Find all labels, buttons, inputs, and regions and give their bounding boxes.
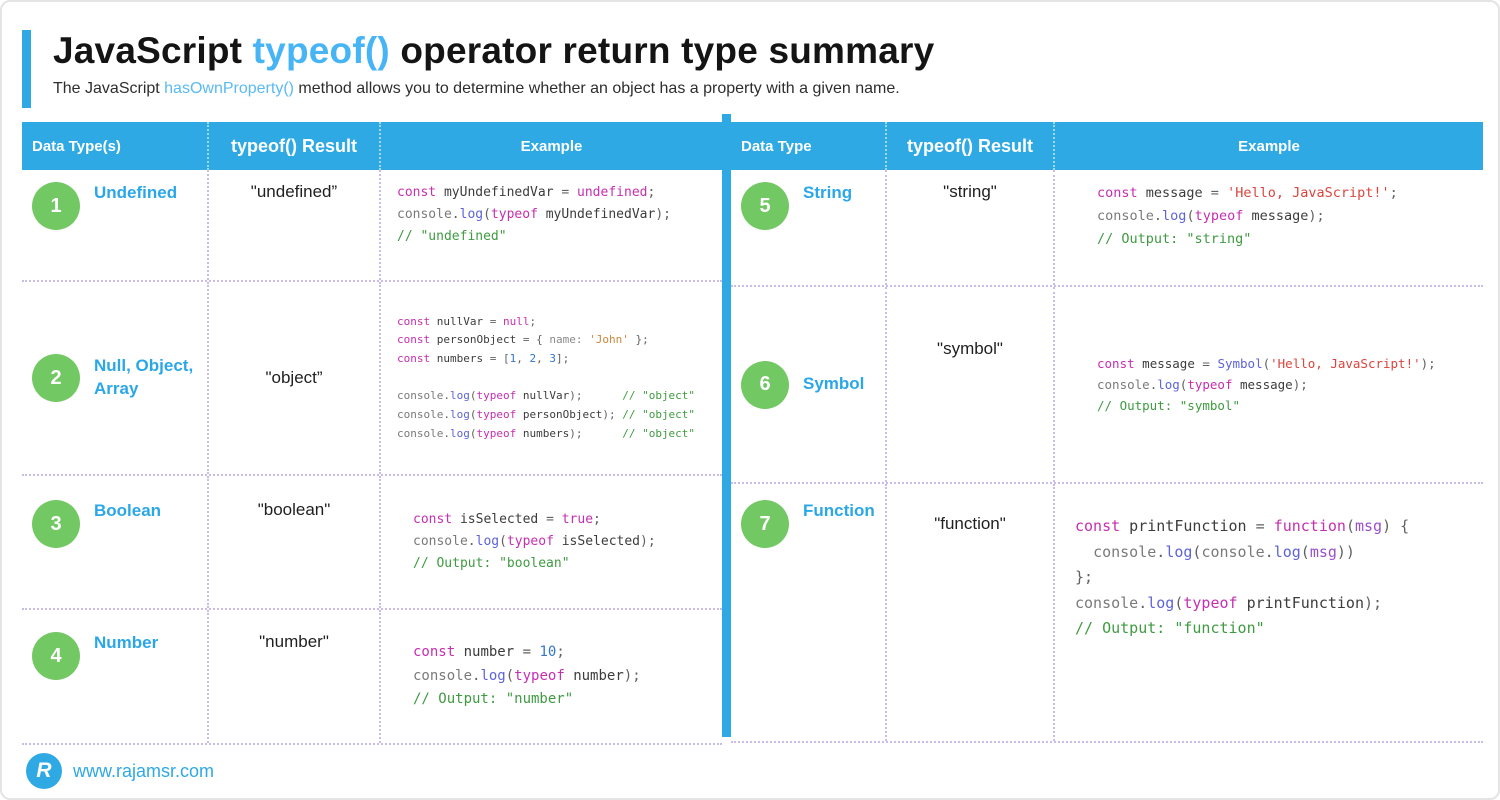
result-value: "undefined” [250, 182, 338, 201]
left-table-body: 1 Undefined "undefined” const myUndefinedVa… [22, 170, 722, 745]
result-value: "number" [259, 632, 329, 651]
example-cell: const myUndefinedVar = undefined; consol… [379, 170, 722, 280]
number-badge: 2 [32, 354, 80, 402]
title-accent-bar [22, 30, 31, 108]
datatype-cell: 3 Boolean [22, 476, 207, 608]
number-badge: 6 [741, 360, 789, 409]
datatype-label: Number [94, 633, 159, 652]
datatype-cell: 1 Undefined [22, 170, 207, 280]
datatype-label: String [803, 183, 853, 202]
table-divider [722, 114, 731, 737]
brand-logo-icon: R [26, 753, 62, 789]
title-text-block: JavaScript typeof() operator return type… [53, 30, 934, 108]
footer-link[interactable]: www.rajamsr.com [73, 760, 215, 781]
number-badge: 3 [32, 500, 80, 548]
number-badge: 4 [32, 632, 80, 680]
column-header: Example [1053, 122, 1483, 170]
datatype-label: Function [803, 501, 875, 520]
right-table-body: 5 String "string" const message = 'Hello, J… [731, 170, 1483, 743]
title-accent: typeof() [252, 30, 390, 71]
page-title: JavaScript typeof() operator return type… [53, 30, 934, 73]
code-example: const number = 10; console.log(typeof nu… [413, 643, 641, 708]
column-header: Example [379, 122, 722, 170]
result-value: "boolean" [257, 500, 331, 519]
column-header: Data Type(s) [32, 137, 121, 155]
datatype-label: Symbol [803, 374, 865, 394]
subtitle-prefix: The JavaScript [53, 79, 165, 97]
datatype-label: Null, Object, Array [94, 356, 194, 398]
code-example: const isSelected = true; console.log(typ… [413, 511, 656, 572]
title-suffix: operator return type summary [389, 30, 935, 71]
datatype-cell: 5 String [731, 170, 885, 285]
result-value: "string" [943, 182, 997, 201]
code-example: const message = Symbol('Hello, JavaScrip… [1097, 355, 1436, 414]
table-row: 5 String "string" const message = 'Hello, J… [731, 170, 1483, 285]
code-example: const nullVar = null; const personObject… [397, 314, 696, 440]
logo-letter: R [36, 759, 52, 782]
table-row: 1 Undefined "undefined” const myUndefinedVa… [22, 170, 722, 280]
column-header: Data Type [741, 137, 812, 155]
example-cell: const printFunction = function(msg) { co… [1053, 484, 1483, 741]
number-badge: 1 [32, 182, 80, 230]
result-value: "object” [265, 368, 323, 387]
result-cell: "number" [207, 610, 379, 743]
result-value: "symbol" [937, 339, 1003, 358]
example-cell: const nullVar = null; const personObject… [379, 282, 722, 474]
result-cell: "boolean" [207, 476, 379, 608]
result-cell: "undefined” [207, 170, 379, 280]
column-header: typeof() Result [207, 122, 379, 170]
number-badge: 7 [741, 500, 789, 548]
code-example: const myUndefinedVar = undefined; consol… [397, 185, 671, 245]
datatype-cell: 4 Number [22, 610, 207, 743]
example-cell: const isSelected = true; console.log(typ… [379, 476, 722, 608]
table-row: 3 Boolean "boolean" const isSelected = true… [22, 474, 722, 608]
datatype-label: Undefined [94, 183, 178, 202]
table-row: 2 Null, Object, Array "object” const nullVa… [22, 280, 722, 474]
result-value: "function" [934, 514, 1006, 533]
code-example: const printFunction = function(msg) { co… [1075, 517, 1410, 637]
subtitle-suffix: method allows you to determine whether a… [293, 79, 900, 97]
subtitle: The JavaScript hasOwnProperty() method a… [53, 80, 934, 98]
number-badge: 5 [741, 182, 789, 230]
code-example: const message = 'Hello, JavaScript!'; co… [1097, 185, 1398, 247]
result-cell: "function" [885, 484, 1053, 741]
example-cell: const message = 'Hello, JavaScript!'; co… [1053, 170, 1483, 285]
datatype-cell: 6 Symbol [731, 287, 885, 482]
title-prefix: JavaScript [53, 30, 253, 71]
datatype-cell: 7 Function [731, 484, 885, 741]
table-row: 4 Number "number" const number = 10; consol… [22, 608, 722, 743]
table-row: 7 Function "function" const printFunction =… [731, 482, 1483, 741]
datatype-label: Boolean [94, 501, 162, 520]
result-cell: "symbol" [885, 287, 1053, 482]
header: JavaScript typeof() operator return type… [22, 30, 934, 108]
datatype-cell: 2 Null, Object, Array [22, 282, 207, 474]
result-cell: "string" [885, 170, 1053, 285]
result-cell: "object” [207, 282, 379, 474]
table-row: 6 Symbol "symbol" const message = Symbol('H… [731, 285, 1483, 482]
subtitle-accent: hasOwnProperty() [164, 79, 294, 97]
example-cell: const number = 10; console.log(typeof nu… [379, 610, 722, 743]
footer: R www.rajamsr.com [26, 753, 214, 789]
example-cell: const message = Symbol('Hello, JavaScrip… [1053, 287, 1483, 482]
column-header: typeof() Result [885, 122, 1053, 170]
